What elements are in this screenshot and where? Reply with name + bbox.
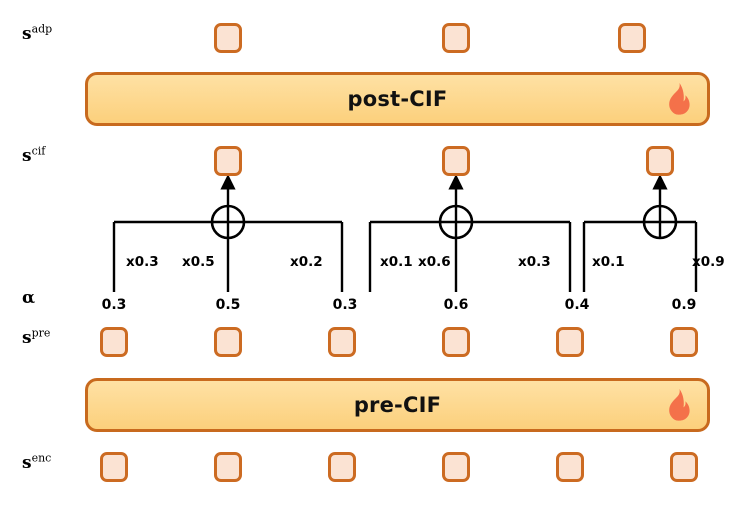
token-adp-2 [442, 23, 470, 53]
row-label-s-enc-base: s [22, 453, 32, 473]
flame-icon [669, 389, 690, 421]
token-enc-6 [670, 452, 698, 482]
row-label-s-pre-base: s [22, 328, 32, 348]
alpha-value-3: 0.3 [332, 297, 358, 313]
token-enc-3 [328, 452, 356, 482]
alpha-value-2: 0.5 [215, 297, 241, 313]
weight-label-2: x0.5 [182, 254, 215, 270]
row-label-s-pre-sup: pre [31, 326, 51, 340]
flame-icon [669, 83, 690, 115]
row-label-s-cif-sup: cif [31, 144, 46, 158]
weight-label-5: x0.6 [418, 254, 451, 270]
weight-label-1: x0.3 [126, 254, 159, 270]
weight-label-3: x0.2 [290, 254, 323, 270]
module-pre-cif-label: pre-CIF [353, 393, 442, 417]
token-cif-1 [214, 146, 242, 176]
alpha-value-6: 0.9 [671, 297, 697, 313]
row-label-alpha-base: α [22, 288, 36, 308]
token-pre-3 [328, 327, 356, 357]
token-pre-4 [442, 327, 470, 357]
row-label-s-cif-base: s [22, 146, 32, 166]
token-adp-3 [618, 23, 646, 53]
alpha-value-5: 0.4 [564, 297, 590, 313]
aggregation-group-3 [582, 174, 698, 292]
row-label-s-enc-sup: enc [31, 451, 52, 465]
module-post-cif[interactable]: post-CIF [85, 72, 710, 126]
token-adp-1 [214, 23, 242, 53]
row-label-s-cif: scif [22, 145, 45, 166]
weight-label-6: x0.3 [518, 254, 551, 270]
token-pre-2 [214, 327, 242, 357]
alpha-value-4: 0.6 [443, 297, 469, 313]
row-label-s-enc: senc [22, 452, 51, 473]
aggregation-group-1 [112, 174, 344, 292]
row-label-s-pre: spre [22, 327, 50, 348]
token-cif-2 [442, 146, 470, 176]
weight-label-7: x0.1 [592, 254, 625, 270]
token-pre-6 [670, 327, 698, 357]
alpha-value-1: 0.3 [101, 297, 127, 313]
token-cif-3 [646, 146, 674, 176]
token-pre-1 [100, 327, 128, 357]
token-enc-5 [556, 452, 584, 482]
token-enc-4 [442, 452, 470, 482]
weight-label-8: x0.9 [692, 254, 725, 270]
row-label-s-adp-base: s [22, 24, 32, 44]
token-pre-5 [556, 327, 584, 357]
token-enc-2 [214, 452, 242, 482]
aggregation-group-2 [368, 174, 572, 292]
row-label-s-adp: sadp [22, 23, 52, 44]
module-pre-cif[interactable]: pre-CIF [85, 378, 710, 432]
weight-label-4: x0.1 [380, 254, 413, 270]
module-post-cif-label: post-CIF [347, 87, 448, 111]
token-enc-1 [100, 452, 128, 482]
row-label-s-adp-sup: adp [31, 22, 53, 36]
row-label-alpha: α [22, 290, 35, 307]
